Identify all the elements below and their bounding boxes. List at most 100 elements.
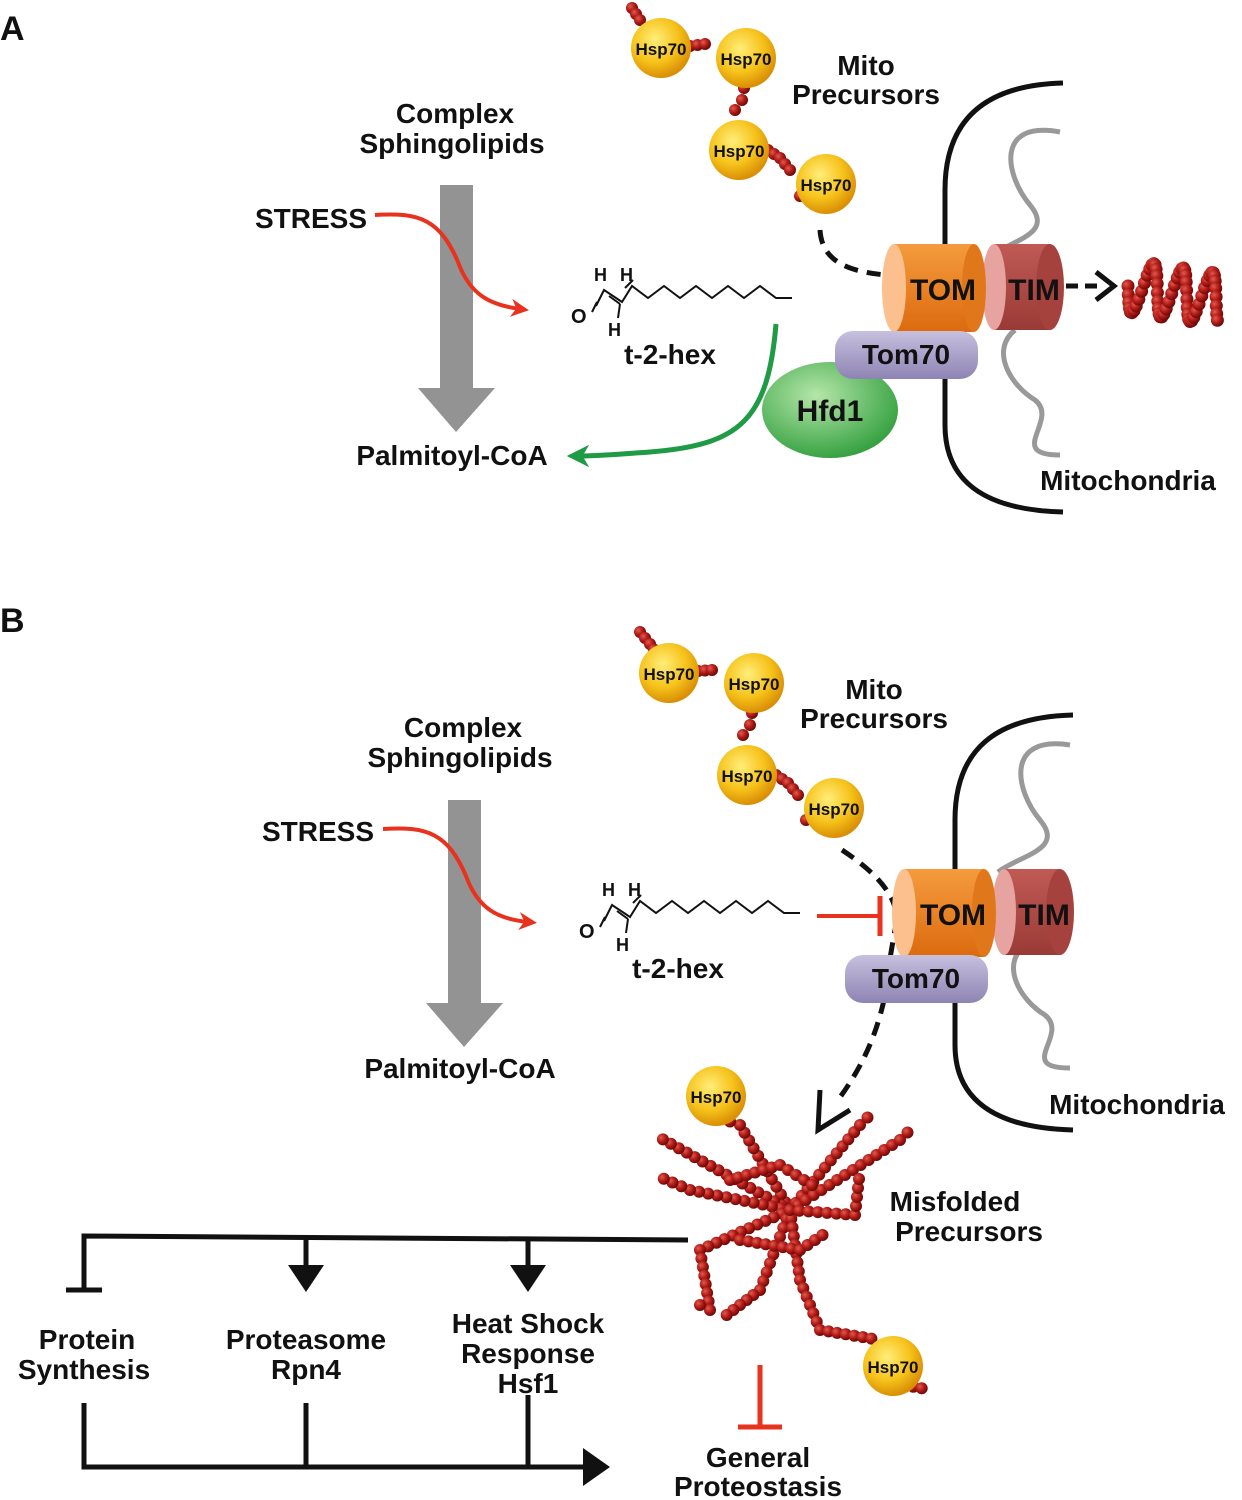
aggregate-bead <box>791 1256 804 1269</box>
aggregate-bead <box>851 1191 863 1203</box>
hfd1-enzyme <box>762 362 898 458</box>
inner-membrane <box>986 127 1061 458</box>
green-arrow <box>566 323 779 468</box>
outer-membrane-b <box>952 712 1074 1133</box>
chain-bead <box>784 164 796 176</box>
aggregate-bead <box>656 1133 669 1146</box>
atom-h3: H <box>608 320 621 340</box>
atom-h3-b: H <box>616 935 629 955</box>
aggregate-bead <box>861 1111 874 1124</box>
aggregate-bead <box>865 1332 878 1345</box>
proteasome-l2: Rpn4 <box>271 1354 341 1385</box>
tom-label: TOM <box>910 274 976 307</box>
tom-label-b: TOM <box>920 899 986 932</box>
stress-label-b: STRESS <box>262 816 374 847</box>
stress-arrow-b <box>382 826 537 931</box>
aggregate-bead <box>802 1205 815 1218</box>
hsp70-a1-label: Hsp70 <box>635 40 686 59</box>
atom-h2-b: H <box>628 880 641 900</box>
chain-bead <box>634 14 646 26</box>
t2hex-molecule-b <box>599 894 800 934</box>
panel-b: B Complex Sphingolipids Palmitoyl-CoA ST… <box>0 602 1225 1500</box>
aggregate-bead <box>853 1173 865 1185</box>
atom-h1-b: H <box>602 880 615 900</box>
hsp70-b6: Hsp70 <box>863 1336 923 1396</box>
aggregate-bead <box>765 1200 778 1213</box>
chain-bead <box>706 664 718 676</box>
import-dashed-arrow <box>817 229 887 278</box>
heatshock-l2: Response <box>461 1338 595 1369</box>
proteostasis-arrowhead <box>583 1448 610 1486</box>
aggregate-bead <box>704 1304 716 1316</box>
aggregate-bead <box>849 1209 861 1221</box>
atom-h2: H <box>620 265 633 285</box>
hsp70-a3: Hsp70 <box>709 120 769 180</box>
panel-a: A Complex Sphingolipids Palmitoyl-CoA ST… <box>0 2 1224 515</box>
aggregate-bead <box>711 1189 724 1202</box>
precursor-chain-a <box>626 2 806 202</box>
hsp70-b3: Hsp70 <box>717 745 777 805</box>
aggregate-bead <box>915 1382 928 1395</box>
mito-precursors-b-l1: Mito <box>845 674 903 705</box>
palmitoyl-label: Palmitoyl-CoA <box>356 440 547 471</box>
aggregate-bead <box>894 1134 906 1146</box>
aggregate-bead <box>720 1191 733 1204</box>
t2hex-label-b: t-2-hex <box>632 953 724 984</box>
tom-channel-b <box>892 869 996 957</box>
hsp70-a2: Hsp70 <box>716 28 776 88</box>
misfolded-l2: Precursors <box>895 1216 1043 1247</box>
chain-bead <box>736 94 748 106</box>
panel-b-letter: B <box>0 602 25 640</box>
tom-channel <box>882 244 986 332</box>
mitochondria-label-b: Mitochondria <box>1049 1089 1225 1120</box>
aggregate-bead <box>786 1221 799 1234</box>
aggregate-bead <box>821 1206 834 1219</box>
tom70-label: Tom70 <box>862 339 950 370</box>
stress-arrow <box>374 212 529 317</box>
tim-channel-b <box>992 869 1074 955</box>
hsp70-b6-label: Hsp70 <box>867 1358 918 1377</box>
aggregate-bead <box>811 1206 824 1219</box>
mito-precursors-l1: Mito <box>837 50 895 81</box>
hsp70-b2: Hsp70 <box>724 653 784 713</box>
mito-precursors-l2: Precursors <box>792 79 940 110</box>
general-proteostasis-l1: General <box>706 1442 810 1473</box>
tom70-receptor <box>835 331 978 379</box>
aggregate-bead <box>830 1207 843 1220</box>
aggregate-bead <box>756 1198 769 1211</box>
aggregate-bead <box>738 1194 751 1207</box>
aggregate-bead <box>657 1172 670 1185</box>
panel-a-letter: A <box>0 10 25 48</box>
tim-label: TIM <box>1008 274 1060 307</box>
chain-bead <box>744 719 756 731</box>
aggregate-bead <box>729 1193 742 1206</box>
protein-synthesis-l1: Protein <box>39 1324 135 1355</box>
proteasome-arrowhead <box>288 1265 324 1292</box>
aggregate-bead <box>694 1299 706 1311</box>
tom70-label-b: Tom70 <box>872 963 960 994</box>
chain-bead <box>699 38 711 50</box>
aggregate-bead <box>839 1208 852 1221</box>
aggregate-bead <box>693 1185 706 1198</box>
tim-channel <box>982 244 1064 330</box>
general-proteostasis-l2: Proteostasis <box>674 1471 842 1500</box>
aggregate-bead <box>852 1182 864 1194</box>
heatshock-arrowhead <box>510 1265 546 1292</box>
t2hex-label: t-2-hex <box>624 339 716 370</box>
hsp70-b3-label: Hsp70 <box>721 767 772 786</box>
hsp70-b1-label: Hsp70 <box>643 665 694 684</box>
hsp70-a4-label: Hsp70 <box>800 176 851 195</box>
hsp70-a3-label: Hsp70 <box>713 142 764 161</box>
tom70-receptor-b <box>845 955 988 1003</box>
mitochondria-label: Mitochondria <box>1040 465 1216 496</box>
mistarget-arrowhead <box>815 1089 852 1135</box>
chain-bead <box>792 789 804 801</box>
outer-membrane <box>942 80 1064 515</box>
response-network <box>66 1233 689 1470</box>
palmitoyl-label-b: Palmitoyl-CoA <box>364 1053 555 1084</box>
aggregate-bead <box>720 1309 733 1321</box>
atom-h1: H <box>594 265 607 285</box>
aggregate-bead <box>816 1229 829 1241</box>
imported-bead <box>1210 313 1224 327</box>
